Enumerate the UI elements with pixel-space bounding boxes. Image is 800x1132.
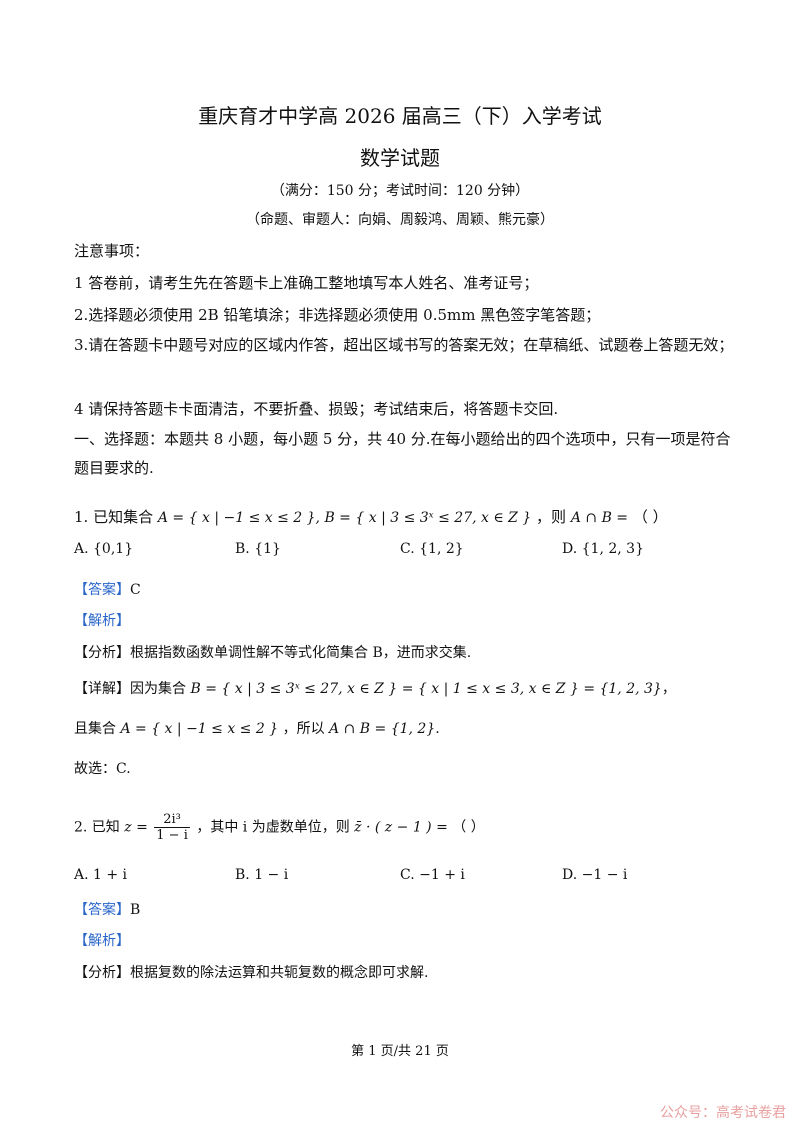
fenxi-tag: 【分析】 bbox=[74, 965, 130, 981]
answer-tag: 【答案】 bbox=[74, 582, 130, 598]
q2-fraction: 2i³ 1 − i bbox=[154, 812, 190, 843]
q1-answer: 【答案】C bbox=[74, 579, 141, 599]
q2-answer-value: B bbox=[130, 902, 141, 918]
q1-conclusion: 故选：C. bbox=[74, 761, 131, 777]
question-2-stem: 2. 已知 z = 2i³ 1 − i ，其中 i 为虚数单位，则 z̄ · (… bbox=[74, 812, 485, 843]
page-number: 第 1 页/共 21 页 bbox=[351, 1044, 449, 1059]
q1-paren: （ ） bbox=[632, 508, 668, 526]
score-time: （满分：150 分；考试时间：120 分钟） bbox=[270, 183, 530, 199]
q2-options: A. 1 + i B. 1 − i C. −1 + i D. −1 − i bbox=[0, 867, 800, 887]
section-intro: 一、选择题：本题共 8 小题，每小题 5 分，共 40 分.在每小题给出的四个选… bbox=[74, 430, 731, 477]
q1-detail2-set-a: A = { x | −1 ≤ x ≤ 2 } bbox=[120, 721, 279, 737]
q1-suffix: ，则 bbox=[536, 508, 567, 526]
exam-subject: 数学试题 bbox=[360, 146, 440, 170]
q2-z-eq: z = bbox=[124, 819, 148, 836]
notice-heading: 注意事项： bbox=[74, 242, 150, 260]
q1-answer-value: C bbox=[130, 582, 141, 598]
q1-prefix: 1. 已知集合 bbox=[74, 508, 154, 526]
q2-fenxi-text: 根据复数的除法运算和共轭复数的概念即可求解. bbox=[130, 965, 429, 981]
q2-prefix: 2. 已知 bbox=[74, 819, 120, 836]
q2-answer: 【答案】B bbox=[74, 899, 140, 919]
q1-detail: 【详解】因为集合 B = { x | 3 ≤ 3ˣ ≤ 27, x ∈ Z } … bbox=[74, 681, 676, 697]
q1-detail2-intersection: A ∩ B = {1, 2} bbox=[329, 721, 436, 737]
notice-item-3: 3.请在答题卡中题号对应的区域内作答，超出区域书写的答案无效；在草稿纸、试题卷上… bbox=[74, 336, 734, 354]
question-1-stem: 1. 已知集合 A = { x | −1 ≤ x ≤ 2 }, B = { x … bbox=[74, 506, 668, 527]
q1-option-d[interactable]: D. {1, 2, 3} bbox=[562, 541, 644, 557]
q1-set-a: A = { x | −1 ≤ x ≤ 2 } bbox=[157, 510, 316, 526]
q1-fenxi: 【分析】根据指数函数单调性解不等式化简集合 B，进而求交集. bbox=[74, 642, 471, 662]
watermark: 公众号：高考试卷君 bbox=[660, 1105, 786, 1121]
q1-option-a[interactable]: A. {0,1} bbox=[74, 541, 134, 557]
q1-analysis-tag: 【解析】 bbox=[74, 613, 130, 629]
fenxi-tag: 【分析】 bbox=[74, 645, 130, 661]
q1-detail-2: 且集合 A = { x | −1 ≤ x ≤ 2 } ，所以 A ∩ B = {… bbox=[74, 721, 440, 737]
q2-option-d[interactable]: D. −1 − i bbox=[562, 867, 628, 883]
answer-tag: 【答案】 bbox=[74, 902, 130, 918]
q2-option-b[interactable]: B. 1 − i bbox=[235, 867, 289, 883]
authors: （命题、审题人：向娟、周毅鸿、周颖、熊元豪） bbox=[246, 212, 554, 228]
q2-frac-denominator: 1 − i bbox=[156, 828, 188, 843]
q1-option-c[interactable]: C. {1, 2} bbox=[400, 541, 464, 557]
q2-paren: （ ） bbox=[452, 819, 485, 836]
q2-option-c[interactable]: C. −1 + i bbox=[400, 867, 465, 883]
q1-expr: A ∩ B = bbox=[570, 510, 629, 526]
q2-expr: z̄ · ( z − 1 ) = bbox=[354, 819, 448, 836]
notice-item-4: 4 请保持答题卡卡面清洁，不要折叠、损毁；考试结束后，将答题卡交回. bbox=[74, 400, 559, 418]
q1-detail-math: B = { x | 3 ≤ 3ˣ ≤ 27, x ∈ Z } = { x | 1… bbox=[190, 681, 662, 697]
q2-fenxi: 【分析】根据复数的除法运算和共轭复数的概念即可求解. bbox=[74, 962, 428, 982]
q1-fenxi-text: 根据指数函数单调性解不等式化简集合 B，进而求交集. bbox=[130, 645, 472, 661]
exam-title: 重庆育才中学高 2026 届高三（下）入学考试 bbox=[198, 104, 602, 128]
q1-options: A. {0,1} B. {1} C. {1, 2} D. {1, 2, 3} bbox=[0, 541, 800, 561]
q2-mid: ，其中 i 为虚数单位，则 bbox=[196, 819, 350, 836]
q2-frac-numerator: 2i³ bbox=[154, 812, 190, 828]
notice-item-1: 1 答卷前，请考生先在答题卡上准确工整地填写本人姓名、准考证号； bbox=[74, 274, 539, 292]
q2-option-a[interactable]: A. 1 + i bbox=[74, 867, 128, 883]
q2-analysis-tag: 【解析】 bbox=[74, 933, 130, 949]
q1-option-b[interactable]: B. {1} bbox=[235, 541, 281, 557]
notice-item-2: 2.选择题必须使用 2B 铅笔填涂；非选择题必须使用 0.5mm 黑色签字笔答题… bbox=[74, 306, 601, 324]
q1-set-b: , B = { x | 3 ≤ 3ˣ ≤ 27, x ∈ Z } bbox=[315, 510, 532, 526]
detail-tag: 【详解】 bbox=[74, 681, 130, 697]
